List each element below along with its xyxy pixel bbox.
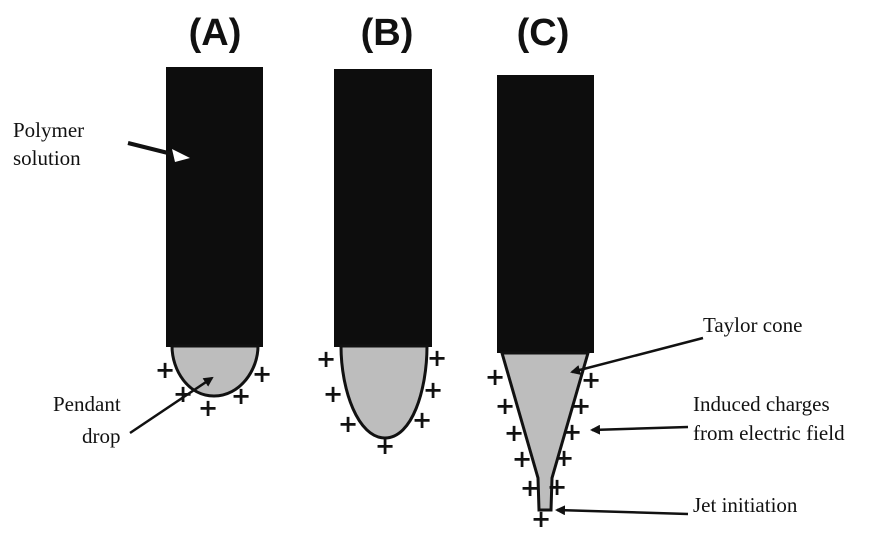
charge-plus: +: [571, 392, 591, 420]
charge-plus: +: [198, 394, 218, 422]
panel-b: [334, 69, 432, 440]
charge-plus: +: [323, 380, 343, 408]
charge-plus: +: [338, 410, 358, 438]
elongated-drop-b: [339, 344, 429, 440]
charge-plus: +: [155, 356, 175, 384]
charge-plus: +: [231, 382, 251, 410]
taylor-cone-c: [500, 351, 590, 512]
charge-plus: +: [547, 473, 567, 501]
arrow-polymer-solution-head: [172, 149, 190, 162]
charge-plus: +: [495, 392, 515, 420]
pendant-drop-a: [170, 344, 260, 398]
label-polymer-solution-line1: Polymer: [13, 118, 84, 142]
panel-label-c: (C): [517, 12, 570, 54]
charge-plus: +: [485, 363, 505, 391]
charge-plus: +: [427, 344, 447, 372]
arrow-induced-charges: [590, 424, 689, 435]
charge-plus: +: [531, 505, 551, 533]
needle-tube-c: [497, 75, 594, 353]
panel-label-a: (A): [189, 12, 242, 54]
charge-plus: +: [512, 445, 532, 473]
charge-plus: +: [375, 432, 395, 460]
arrow-polymer-solution: [127, 141, 173, 156]
arrow-taylor-cone: [570, 336, 704, 375]
label-pendant-drop-line1: Pendant: [53, 392, 121, 416]
label-pendant-drop-line2: drop: [82, 424, 121, 448]
arrow-pendant-drop: [129, 376, 214, 435]
charge-plus: +: [554, 444, 574, 472]
label-polymer-solution-line2: solution: [13, 146, 81, 170]
arrow-jet-initiation: [555, 505, 689, 516]
panel-label-b: (B): [361, 12, 414, 54]
charge-plus: +: [581, 366, 601, 394]
charge-plus: +: [504, 419, 524, 447]
needle-tube-b: [334, 69, 432, 347]
charge-plus: +: [412, 406, 432, 434]
charge-plus: +: [423, 376, 443, 404]
charge-plus: +: [520, 474, 540, 502]
charge-plus: +: [316, 345, 336, 373]
panel-a: [166, 67, 263, 398]
label-induced-charges-line2: from electric field: [693, 421, 845, 445]
panel-c: [497, 75, 594, 512]
label-jet-initiation: Jet initiation: [693, 493, 798, 517]
charge-plus: +: [562, 418, 582, 446]
label-induced-charges-line1: Induced charges: [693, 392, 830, 416]
label-taylor-cone: Taylor cone: [703, 313, 802, 337]
charge-plus: +: [252, 360, 272, 388]
needle-tube-a: [166, 67, 263, 347]
